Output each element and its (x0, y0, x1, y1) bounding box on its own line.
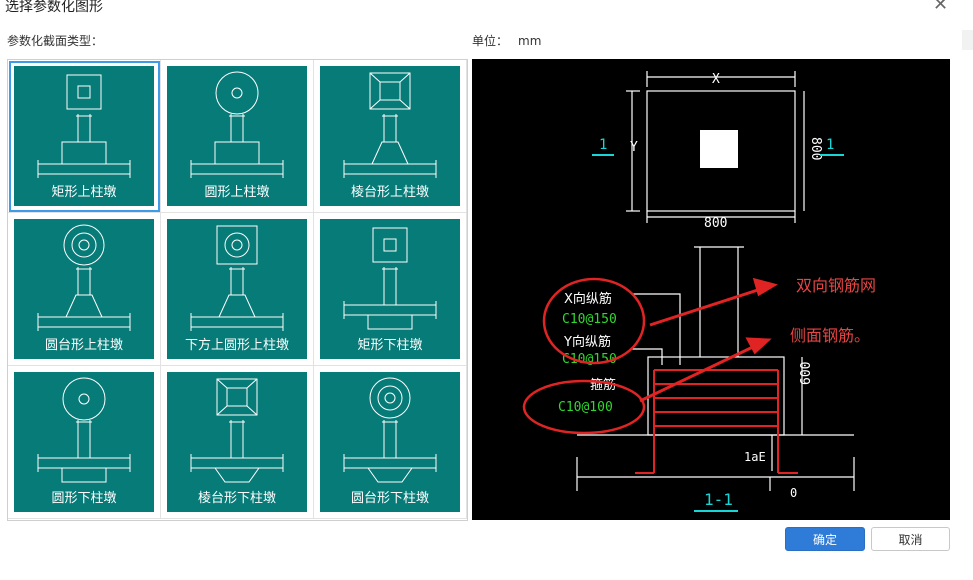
shape-thumbnail: 圆形下柱墩 (14, 372, 154, 512)
shape-label: 圆形下柱墩 (51, 491, 117, 506)
shape-option[interactable]: 矩形上柱墩 (8, 60, 161, 213)
shape-label: 圆台形下柱墩 (350, 491, 429, 506)
unit-value: mm (518, 34, 542, 48)
annotation-mesh-text: 双向钢筋网 (796, 276, 876, 295)
dialog-title: 选择参数化图形 (5, 0, 103, 15)
shape-icon (37, 74, 131, 178)
y-rebar-value: C10@150 (562, 352, 617, 367)
cancel-button[interactable]: 取消 (871, 527, 950, 551)
shape-grid: 矩形上柱墩 圆形上柱墩 棱台形上柱墩圆台形上柱墩 下方上圆形上柱墩 矩形下柱墩圆形下柱墩… (7, 59, 468, 521)
dialog: 选择参数化图形 ✕ 参数化截面类型： 单位： mm 矩形上柱墩 圆形上柱墩 棱台形上柱… (5, 0, 950, 551)
shape-thumbnail: 棱台形上柱墩 (320, 66, 460, 206)
shape-label: 矩形下柱墩 (357, 338, 423, 353)
annotation-circle-side (522, 379, 646, 435)
annotation-arrow-side (639, 343, 758, 403)
shape-icon (343, 227, 437, 330)
anchor-label: 1aE (744, 450, 766, 464)
shape-thumbnail: 下方上圆形上柱墩 (167, 219, 307, 359)
shape-label: 下方上圆形上柱墩 (184, 338, 289, 353)
shape-label: 圆形上柱墩 (204, 185, 270, 200)
shape-icon (37, 377, 131, 483)
annotation-circle-mesh (542, 277, 646, 365)
dim-x-text: X (712, 72, 720, 87)
stirrup-value: C10@100 (558, 400, 613, 415)
shape-icon (343, 72, 437, 178)
shape-thumbnail: 圆形上柱墩 (167, 66, 307, 206)
shape-option[interactable]: 矩形下柱墩 (314, 213, 467, 366)
shape-option[interactable]: 圆台形上柱墩 (8, 213, 161, 366)
shape-option[interactable]: 圆台形下柱墩 (314, 366, 467, 519)
plan-outline (646, 90, 796, 212)
preview-drawing: X Y 800 800 1 1 (522, 71, 876, 512)
rebar-group (635, 369, 798, 474)
section-title: 1-1 (704, 490, 733, 509)
offset-value: 0 (790, 486, 797, 500)
shape-icon (37, 224, 131, 331)
shape-option[interactable]: 棱台形上柱墩 (314, 60, 467, 213)
shape-thumbnail: 棱台形下柱墩 (167, 372, 307, 512)
dim-y-text: Y (630, 140, 638, 155)
shape-label: 矩形上柱墩 (51, 185, 117, 200)
x-rebar-label: X向纵筋 (564, 291, 612, 307)
shape-label: 棱台形上柱墩 (350, 185, 429, 200)
section-type-label: 参数化截面类型： (7, 34, 104, 48)
shape-label: 圆台形上柱墩 (44, 338, 123, 353)
shape-thumbnail: 圆台形下柱墩 (320, 372, 460, 512)
shape-icon (343, 377, 437, 483)
depth-value: 600 (799, 362, 814, 385)
shape-option[interactable]: 棱台形下柱墩 (161, 366, 314, 519)
shape-thumbnail: 矩形上柱墩 (14, 66, 154, 206)
unit-label: 单位： mm (472, 32, 541, 49)
x-rebar-leader (632, 293, 681, 365)
pier-outline (647, 356, 785, 436)
shape-thumbnail: 矩形下柱墩 (320, 219, 460, 359)
y-rebar-label: Y向纵筋 (563, 334, 611, 350)
shape-option[interactable]: 圆形上柱墩 (161, 60, 314, 213)
shape-option[interactable]: 圆形下柱墩 (8, 366, 161, 519)
shape-option[interactable]: 下方上圆形上柱墩 (161, 213, 314, 366)
dim-width-text: 800 (704, 216, 727, 231)
shape-icon (190, 71, 284, 178)
annotation-arrow-mesh (649, 286, 765, 327)
preview-panel: X Y 800 800 1 1 (472, 59, 950, 520)
ok-button[interactable]: 确定 (785, 527, 865, 551)
column-section (700, 130, 738, 168)
section-mark-left: 1 (599, 137, 607, 153)
x-rebar-value: C10@150 (562, 312, 617, 327)
close-icon[interactable]: ✕ (933, 0, 949, 15)
shape-thumbnail: 圆台形上柱墩 (14, 219, 154, 359)
background-window-fragment (962, 30, 973, 50)
unit-label-text: 单位： (472, 34, 509, 48)
dim-height-text: 800 (808, 137, 823, 160)
shape-icon (190, 225, 284, 331)
y-rebar-leader (632, 348, 663, 365)
annotation-side-text: 侧面钢筋。 (790, 326, 870, 345)
shape-label: 棱台形下柱墩 (197, 491, 276, 506)
shape-icon (190, 378, 284, 483)
section-mark-right: 1 (826, 137, 834, 153)
